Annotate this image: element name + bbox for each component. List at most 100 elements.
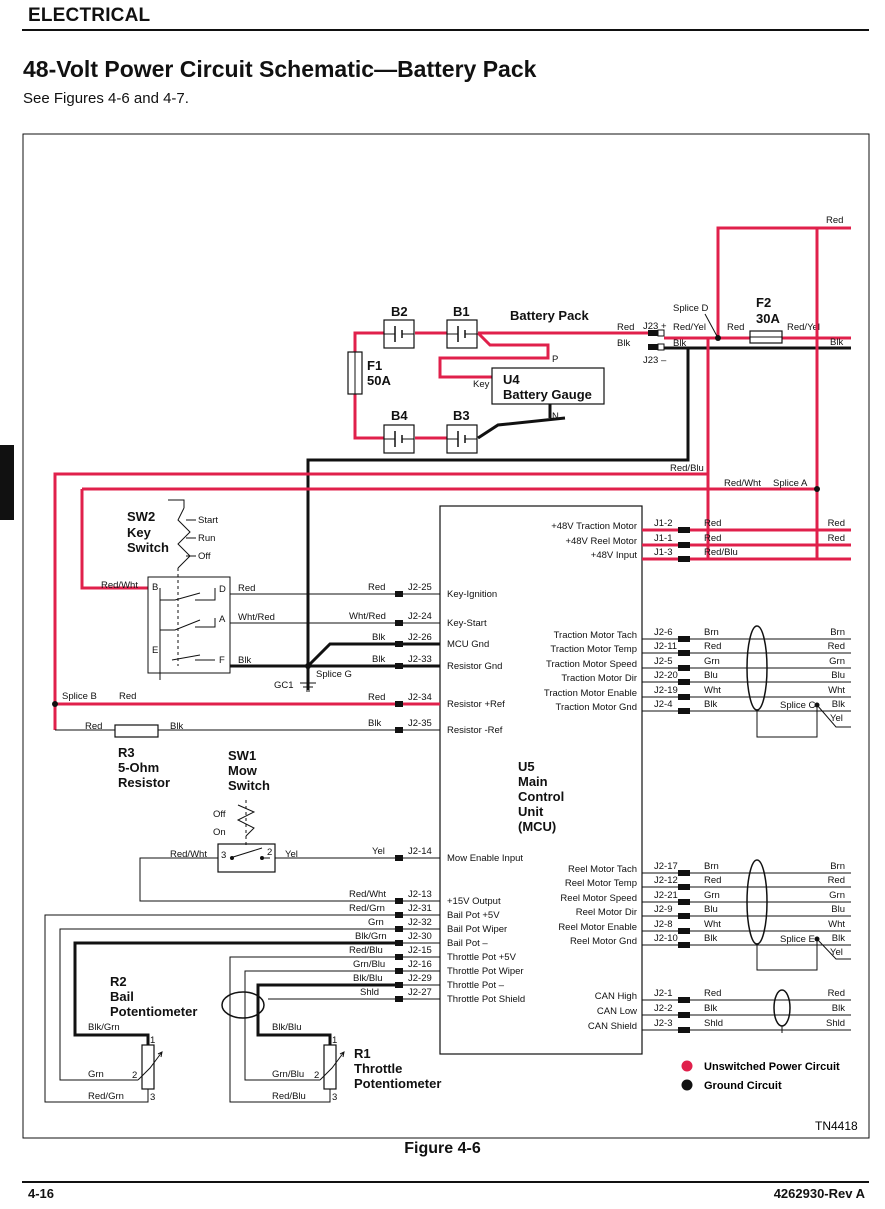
mcu-right-connector [678, 679, 690, 685]
mcu-left-pin: J2-29 [408, 973, 432, 984]
mcu-left-pin: J2-24 [408, 611, 432, 622]
mcu-right-label: Traction Motor Dir [561, 673, 637, 684]
mcu-left-label: Bail Pot +5V [447, 910, 500, 921]
section-header: ELECTRICAL [28, 5, 151, 26]
mcu-right-far-wire: Red [828, 875, 845, 886]
mcu-right-wire: Blk [704, 933, 717, 944]
mcu-right-label: CAN Shield [588, 1021, 637, 1032]
mcu-right-connector [678, 913, 690, 919]
label-f2: F2 [756, 295, 771, 310]
mcu-right-far-wire: Red [828, 641, 845, 652]
r1-wire2: Grn/Blu [272, 1069, 304, 1080]
mcu-left-label: Throttle Pot +5V [447, 952, 517, 963]
sw2-name: SW2 [127, 509, 155, 524]
mcu-left-wire: Blk/Grn [355, 931, 387, 942]
wire-redyel-j23: Red/Yel [673, 322, 706, 333]
mcu-right-connector [678, 942, 690, 948]
r1-pin2: 2 [314, 1070, 319, 1081]
mcu-right-label: Reel Motor Enable [558, 922, 637, 933]
mcu-left-wire: Blk/Blu [353, 973, 383, 984]
mcu-left-pin: J2-30 [408, 931, 432, 942]
mcu-right-label: Reel Motor Temp [565, 878, 637, 889]
bail-potentiometer-r2: R2 Bail Potentiometer Blk/Grn Grn Red/Gr… [88, 974, 197, 1103]
mcu-right-far-wire: Grn [829, 890, 845, 901]
r1-line3: Potentiometer [354, 1076, 441, 1091]
mcu-right-label: +48V Reel Motor [565, 536, 637, 547]
wire-red-r3: Red [85, 721, 102, 732]
mcu-left-pin: J2-32 [408, 917, 432, 928]
mcu-right-wire: Blk [704, 1003, 717, 1014]
label-j23-plus: J23 + [643, 321, 667, 332]
mcu-left-wire: Wht/Red [349, 611, 386, 622]
mcu-right-connector [678, 928, 690, 934]
mcu-left-label: Throttle Pot Shield [447, 994, 525, 1005]
label-gauge-n: N [552, 411, 559, 422]
mcu-right-connector [678, 870, 690, 876]
mcu-left-label: Resistor Gnd [447, 661, 502, 672]
shield-bundle-can [773, 989, 791, 1027]
r1-line2: Throttle [354, 1061, 402, 1076]
mcu-right-label: +48V Input [591, 550, 638, 561]
r2-wire1: Blk/Grn [88, 1022, 120, 1033]
mcu-left-pin: J2-35 [408, 718, 432, 729]
label-gauge-key: Key [473, 379, 490, 390]
mcu-right-wire: Brn [704, 861, 719, 872]
sw1-pin3: 3 [221, 850, 226, 861]
sw1-off: Off [213, 809, 226, 820]
wire-red-f2-in: Red [727, 322, 744, 333]
u5-line2: Main [518, 774, 548, 789]
battery-b3 [446, 424, 478, 454]
mcu-right-connector [678, 997, 690, 1003]
mcu-left-pin: J2-13 [408, 889, 432, 900]
mcu-left-connector [395, 954, 403, 960]
mcu-left-label: Key-Ignition [447, 589, 497, 600]
header-rule [22, 29, 869, 31]
label-gauge-p: P [552, 354, 558, 365]
mcu-left-label: Throttle Pot Wiper [447, 966, 524, 977]
mcu-right-label: CAN High [595, 991, 637, 1002]
mcu-right-wire: Shld [704, 1018, 723, 1029]
mcu-right-pin: J2-10 [654, 933, 678, 944]
figure-caption: Figure 4-6 [404, 1140, 481, 1157]
mcu-right-pin: J2-2 [654, 1003, 672, 1014]
mcu-right-pin: J2-19 [654, 685, 678, 696]
r1-wire3: Red/Blu [272, 1091, 306, 1102]
resistor-r3 [114, 724, 159, 738]
splice-g-dot [305, 663, 311, 669]
diagram-frame [22, 133, 870, 1139]
sw1-line2: Mow [228, 763, 258, 778]
mcu-left-wire: Grn [368, 917, 384, 928]
mcu-left-pin: J2-31 [408, 903, 432, 914]
label-battery-pack: Battery Pack [510, 308, 590, 323]
r2-pin2: 2 [132, 1070, 137, 1081]
mcu-left-connector [395, 996, 403, 1002]
mcu-right-connector [678, 556, 690, 562]
wire-redyel-f2-out: Red/Yel [787, 322, 820, 333]
shield-ellipse-throttle [221, 991, 265, 1019]
mcu-right-connector [678, 527, 690, 533]
mcu-right-wire: Red [704, 875, 721, 886]
splice-c-dot [814, 702, 820, 708]
splice-e-dot [814, 936, 820, 942]
u5-line3: Control [518, 789, 564, 804]
sw1-on: On [213, 827, 226, 838]
mcu-right-far-wire: Wht [828, 685, 845, 696]
mcu-left-label: Resistor -Ref [447, 725, 503, 736]
mcu-left-label: Bail Pot Wiper [447, 924, 507, 935]
mcu-right-pin: J2-3 [654, 1018, 672, 1029]
sw2-line2: Key [127, 525, 152, 540]
mcu-right-wire: Blu [704, 904, 718, 915]
label-b2: B2 [391, 304, 408, 319]
label-splice-b: Splice B [62, 691, 97, 702]
sw2-start: Start [198, 515, 218, 526]
mcu-right-label: Traction Motor Tach [554, 630, 637, 641]
mcu-right-label: Reel Motor Gnd [570, 936, 637, 947]
r1-wire1: Blk/Blu [272, 1022, 302, 1033]
mcu-right-far-wire: Red [828, 533, 845, 544]
sw2-terminal-b: B [152, 582, 158, 593]
r3-line3: Resistor [118, 775, 170, 790]
mcu-right-far-wire: Red [828, 518, 845, 529]
legend-ground-label: Ground Circuit [704, 1080, 782, 1092]
label-b3: B3 [453, 408, 470, 423]
